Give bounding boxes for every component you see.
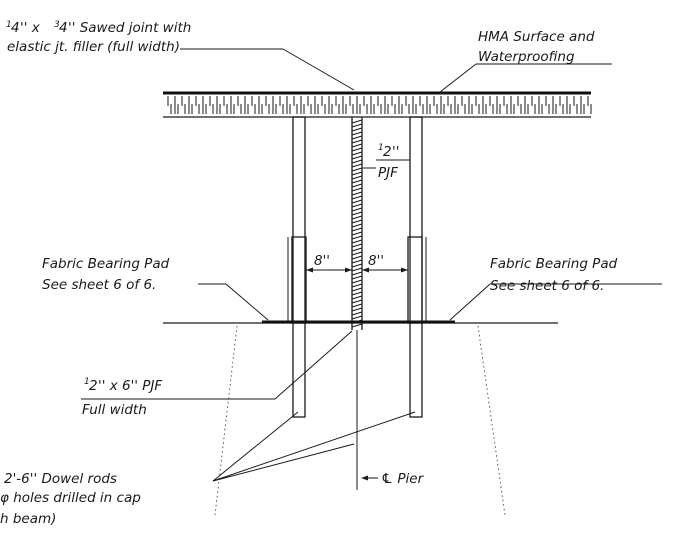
dowel-line1: 2'-6'' Dowel rods — [4, 471, 117, 487]
dowel-line3: h beam) — [0, 511, 56, 527]
fraction-denominator: 2 — [383, 144, 392, 160]
fraction-denominator: 4 — [11, 20, 20, 36]
pjf6-line2: Full width — [82, 402, 147, 418]
fraction-numerator: 1 — [84, 377, 90, 387]
hma-line2: Waterproofing — [478, 49, 575, 65]
label-hma: HMA Surface and Waterproofing — [478, 29, 595, 65]
dowel-line2: φ holes drilled in cap — [0, 490, 141, 506]
deck-slab — [163, 91, 592, 118]
label-fabric-left: Fabric Bearing Pad See sheet 6 of 6. — [42, 256, 170, 293]
fraction-numerator: 3 — [54, 20, 60, 30]
dimension-left: 8'' — [314, 253, 330, 269]
fraction-numerator: 1 — [6, 20, 12, 30]
leader-lines — [81, 48, 662, 482]
pjf-text: PJF — [378, 165, 398, 181]
dimension-lines — [305, 262, 409, 278]
label-dowel: 2'-6'' Dowel rods φ holes drilled in cap… — [0, 471, 141, 527]
dowel-rod-left — [292, 116, 306, 418]
dimension-labels: 8'' 8'' — [314, 253, 384, 269]
fraction-numerator: 1 — [378, 143, 384, 153]
dowel-rod-center — [351, 117, 363, 330]
fabric-right-line2: See sheet 6 of 6. — [490, 278, 604, 294]
fabric-right-line1: Fabric Bearing Pad — [490, 256, 618, 272]
sawed-joint-text-a: '' x — [20, 20, 41, 36]
label-pjf-6: 1 2 '' x 6'' PJF Full width — [82, 377, 162, 418]
fabric-left-line1: Fabric Bearing Pad — [42, 256, 170, 272]
bearing-block-right — [407, 236, 427, 324]
sawed-joint-text-line2: elastic jt. filler (full width) — [7, 39, 180, 55]
sawed-joint-text-b: '' Sawed joint with — [68, 20, 191, 36]
fraction-denominator: 4 — [59, 20, 68, 36]
pier-cap — [163, 320, 558, 516]
pier-centerline — [356, 330, 378, 490]
label-half-pjf: 1 2 '' PJF — [376, 143, 410, 181]
fraction-denominator: 2 — [89, 378, 98, 394]
dimension-right: 8'' — [368, 253, 384, 269]
label-fabric-right: Fabric Bearing Pad See sheet 6 of 6. — [490, 256, 618, 294]
fabric-left-line2: See sheet 6 of 6. — [42, 277, 156, 293]
dowel-rod-right — [409, 116, 423, 418]
pier-label: ℄ Pier — [381, 471, 425, 487]
pjf6-text: '' x 6'' PJF — [98, 378, 162, 394]
label-pier: ℄ Pier — [381, 471, 425, 487]
hma-line1: HMA Surface and — [478, 29, 595, 45]
bearing-block-left — [287, 236, 307, 324]
inch-mark: '' — [392, 144, 399, 160]
label-sawed-joint: 1 4 '' x 3 4 '' Sawed joint with elastic… — [6, 20, 191, 55]
